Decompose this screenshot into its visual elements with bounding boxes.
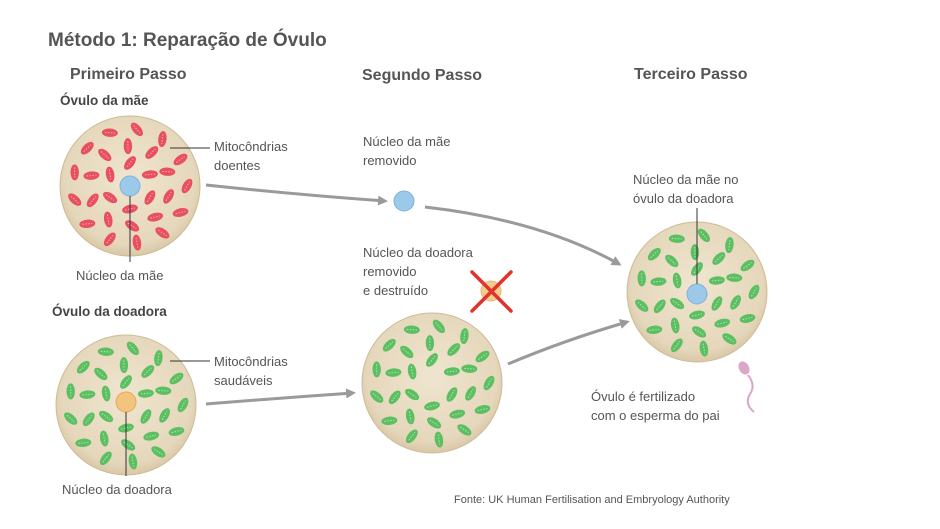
sperm-icon — [736, 359, 754, 412]
destroyed-cross-icon — [472, 272, 511, 311]
enucleated-donor-egg-cell — [362, 313, 502, 453]
arrow-enucleated-to-final — [508, 322, 627, 364]
arrow-removed-nucleus-to-final — [425, 207, 619, 264]
arrow-mother-to-removed-nucleus — [206, 185, 385, 201]
transferred-mother-nucleus-icon — [687, 284, 707, 304]
removed-mother-nucleus-icon — [394, 191, 414, 211]
arrow-donor-to-enucleated — [206, 393, 353, 404]
donor-nucleus-icon — [116, 392, 136, 412]
mother-nucleus-icon — [120, 176, 140, 196]
